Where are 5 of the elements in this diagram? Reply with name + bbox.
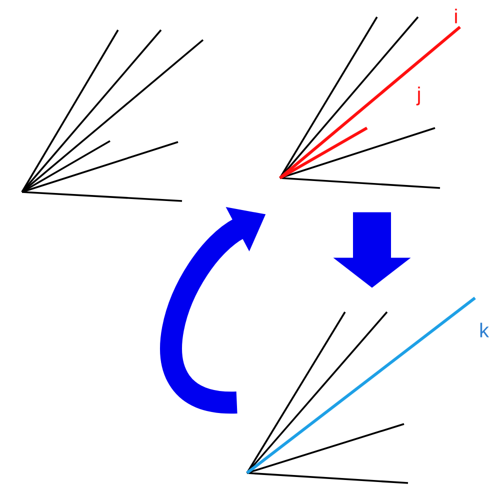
ray-fan-drawing	[246, 296, 476, 484]
ray-label: i	[455, 8, 457, 24]
ray-fan-drawing	[21, 29, 204, 202]
ray-label: j	[416, 86, 420, 106]
ray-fan-drawing	[279, 16, 461, 189]
